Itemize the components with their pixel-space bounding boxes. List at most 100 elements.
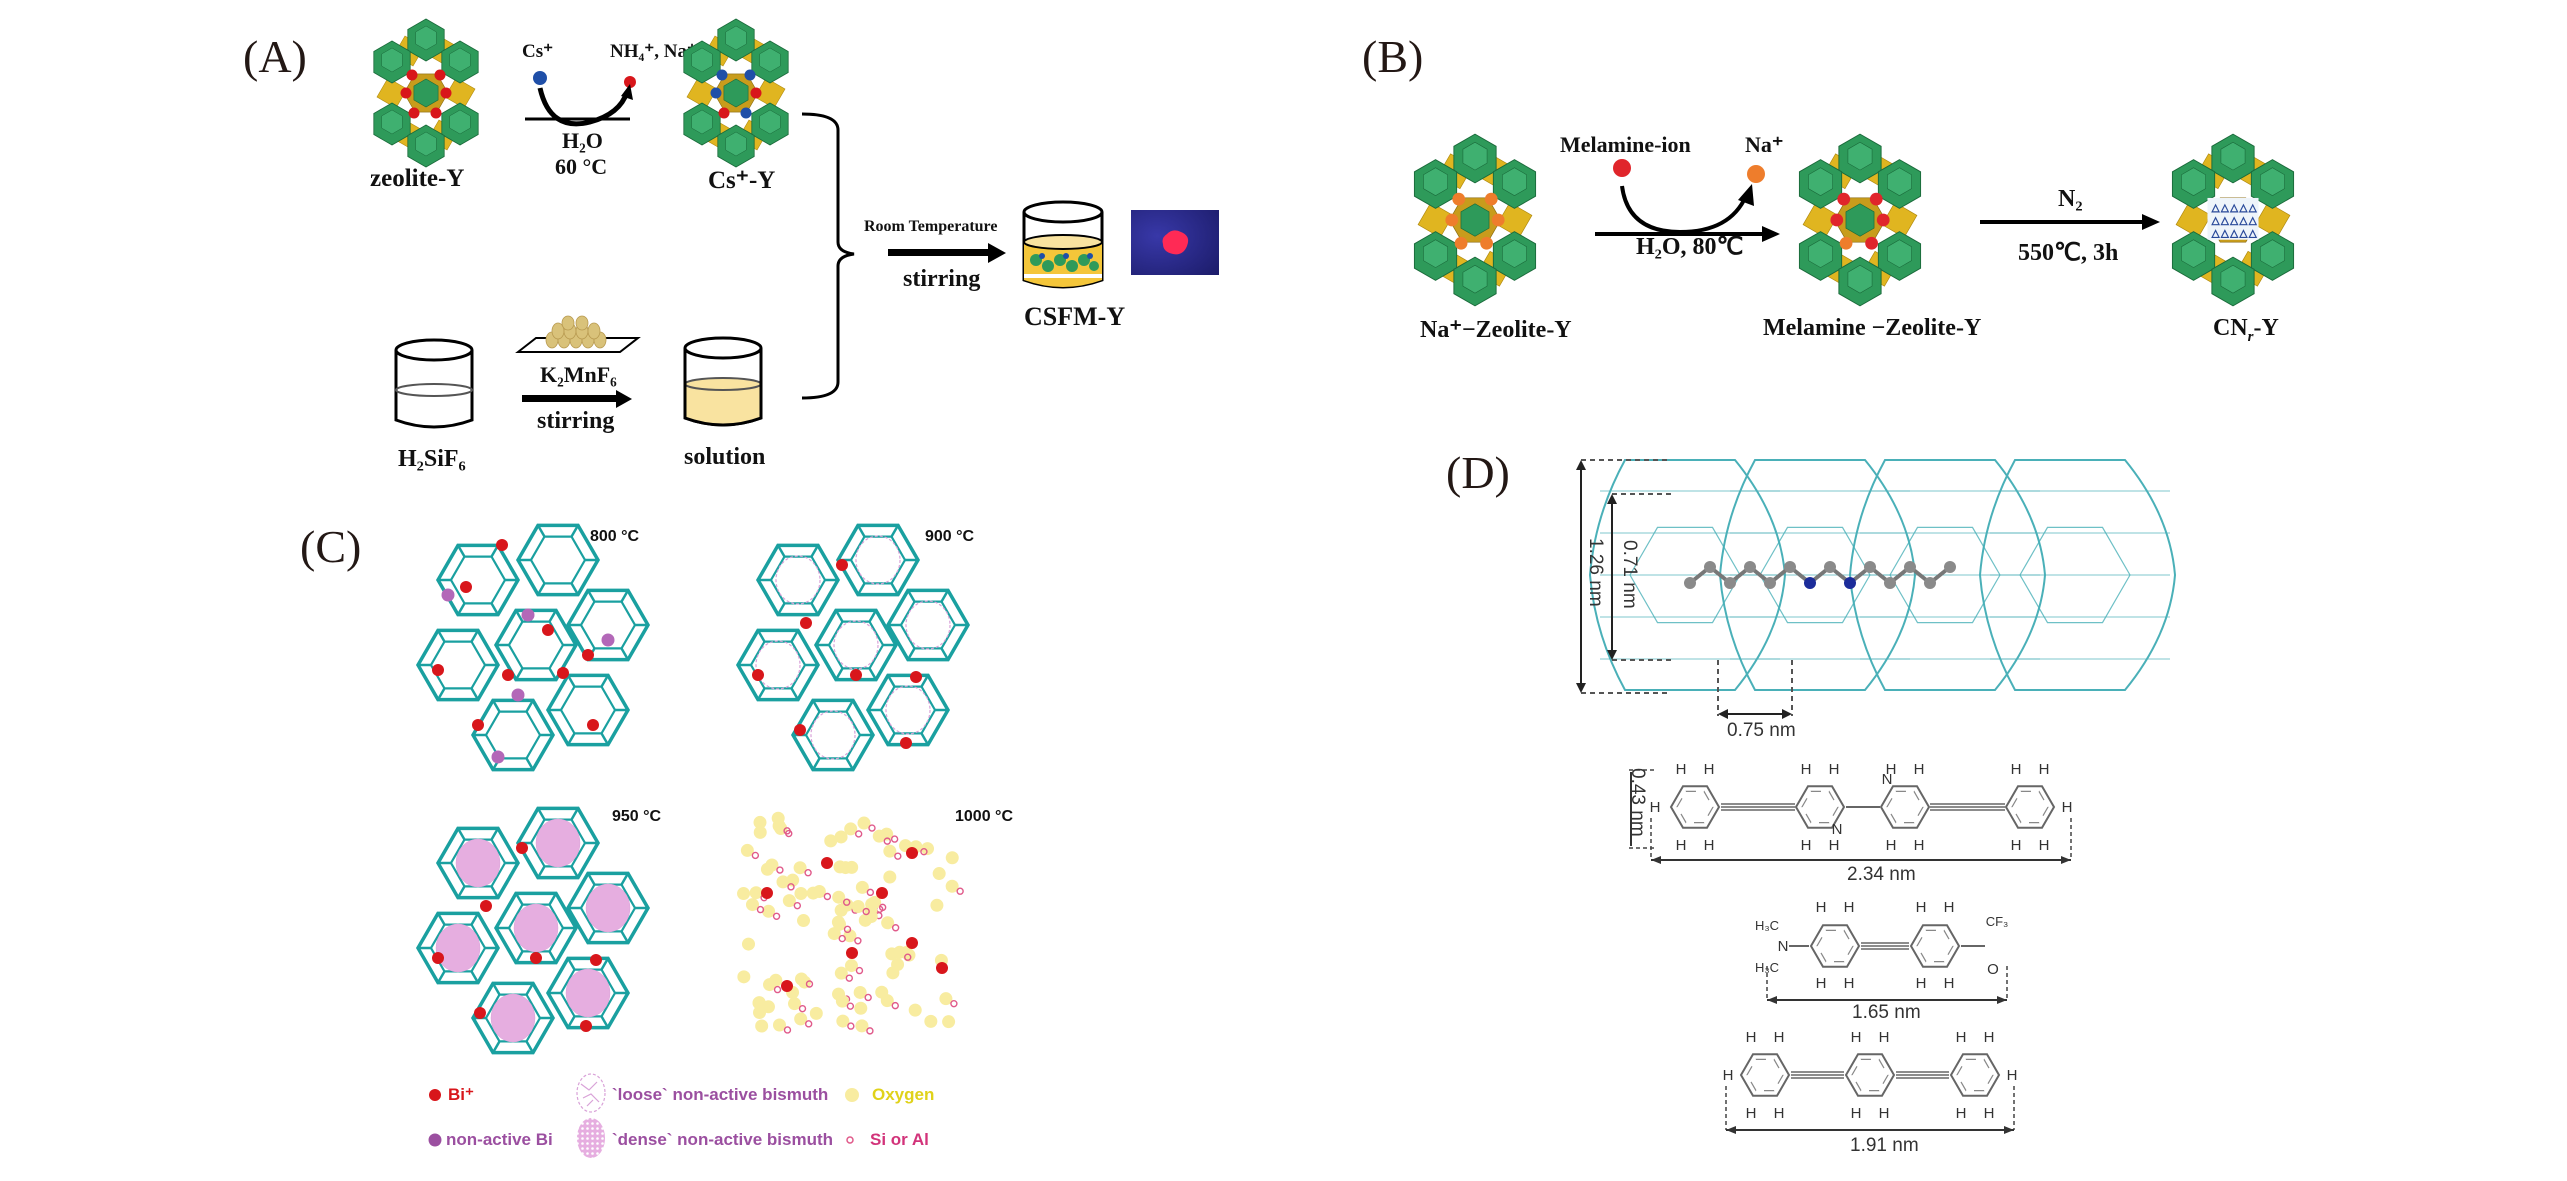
si-al-atom (847, 1022, 855, 1030)
framework-800c (415, 523, 651, 772)
oxygen-atom (765, 858, 779, 872)
si-al-atom (843, 925, 852, 934)
merge-arrow (888, 243, 1006, 263)
oxygen-atom (749, 886, 763, 900)
svg-text:H: H (1886, 761, 1897, 778)
si-al-atom (842, 898, 851, 906)
oxygen-atom (782, 894, 796, 908)
oxygen-atom (737, 887, 751, 901)
cnr-sub: r (2247, 328, 2254, 345)
svg-text:H: H (2039, 761, 2050, 778)
si-al-atom (904, 953, 912, 961)
oxygen-atom (786, 873, 800, 887)
oxygen-atom (855, 880, 869, 894)
melamine-zeolite-y-structure (1798, 133, 1922, 307)
svg-text:H: H (1944, 899, 1955, 916)
svg-text:H: H (1774, 1029, 1785, 1046)
oxygen-atom (835, 994, 849, 1008)
si-al-atom (866, 1027, 874, 1035)
oxygen-atom (875, 985, 889, 999)
bismuth-cluster (905, 600, 951, 650)
svg-text:H: H (1746, 1029, 1757, 1046)
svg-text:H: H (1816, 899, 1827, 916)
svg-text:H: H (1879, 1029, 1890, 1046)
bi-plus-ion (836, 559, 848, 571)
zeolite-y-structure (373, 18, 479, 168)
si-al-atom (804, 869, 812, 877)
si-al-atom (845, 974, 854, 982)
non-active-bi (511, 688, 525, 702)
step2-condition: 550℃, 3h (2018, 240, 2119, 266)
bi-plus-ion (474, 1007, 486, 1019)
window-height-dimension (1607, 493, 1672, 661)
si-al-atom (776, 866, 784, 874)
si-al-atom (783, 827, 791, 835)
bi-plus-ion (910, 671, 922, 683)
stirring-label: stirring (537, 408, 615, 434)
red-emission-photo (1131, 210, 1219, 275)
oxygen-atom (763, 978, 777, 992)
oxygen-atom (794, 972, 808, 986)
oxygen-atom (753, 825, 767, 839)
legend-bi-plus: Bi⁺ (448, 1085, 474, 1104)
svg-text:H: H (1914, 761, 1925, 778)
svg-text:H: H (2011, 761, 2022, 778)
oxygen-atom (908, 1003, 922, 1017)
oxygen-atom (881, 916, 895, 930)
bismuth-cluster (535, 818, 581, 868)
si-al-atom (846, 1002, 855, 1010)
ion-in-label: Melamine-ion (1560, 132, 1691, 157)
oxygen-atom (793, 861, 807, 875)
oxygen-atom (762, 904, 776, 918)
svg-text:H: H (2062, 799, 2073, 816)
non-active-bi (601, 633, 615, 647)
oxygen-atom (745, 898, 759, 912)
svg-text:H: H (1801, 837, 1812, 854)
svg-text:H: H (1650, 799, 1661, 816)
si-al-atom (854, 830, 863, 838)
bi-plus-ion (781, 980, 793, 992)
oxygen-atom (883, 844, 897, 858)
framework-900c (735, 523, 971, 772)
bismuth-cluster (513, 903, 559, 953)
amorphous-1000c (737, 811, 964, 1035)
si-al-atom (798, 1004, 807, 1013)
oxygen-atom (788, 997, 802, 1011)
svg-text:H: H (1886, 837, 1897, 854)
oxygen-atom (740, 843, 754, 857)
exchange-arrow-b (1595, 159, 1780, 242)
bi-plus-ion (460, 581, 472, 593)
svg-text:H: H (1851, 1105, 1862, 1122)
si-al-atom (883, 837, 891, 845)
legend-non-active-bi: non-active Bi (446, 1130, 553, 1149)
svg-text:H: H (1844, 899, 1855, 916)
svg-text:H: H (1676, 761, 1687, 778)
bi-plus-ion (496, 539, 508, 551)
bi-plus-ion (752, 669, 764, 681)
oxygen-atom (761, 1000, 775, 1014)
calcination-arrow (1980, 214, 2160, 230)
h2sif6-beaker (394, 338, 474, 429)
stirring-label-merge: stirring (903, 266, 981, 292)
si-al-atom (864, 993, 872, 1002)
svg-text:H: H (1704, 761, 1715, 778)
dense-bismuth-icon (577, 1118, 605, 1158)
bi-plus-ion (542, 624, 554, 636)
oxygen-atom (883, 870, 897, 884)
bi-plus-ion (906, 937, 918, 949)
panel-c-label: (C) (300, 521, 362, 572)
svg-text:H: H (1956, 1029, 1967, 1046)
bismuth-cluster (455, 838, 501, 888)
oxygen-atom (930, 898, 944, 912)
oxygen-atom (737, 970, 751, 984)
oxygen-atom (945, 879, 959, 893)
si-al-atom (891, 924, 900, 932)
bi-plus-ion (794, 724, 806, 736)
bismuth-cluster (755, 640, 801, 690)
solution-label: solution (684, 444, 766, 470)
temp-800c: 800 °C (590, 528, 640, 545)
bismuth-cluster (810, 710, 856, 760)
bi-plus-ion (590, 954, 602, 966)
oxygen-atom (836, 1014, 850, 1028)
